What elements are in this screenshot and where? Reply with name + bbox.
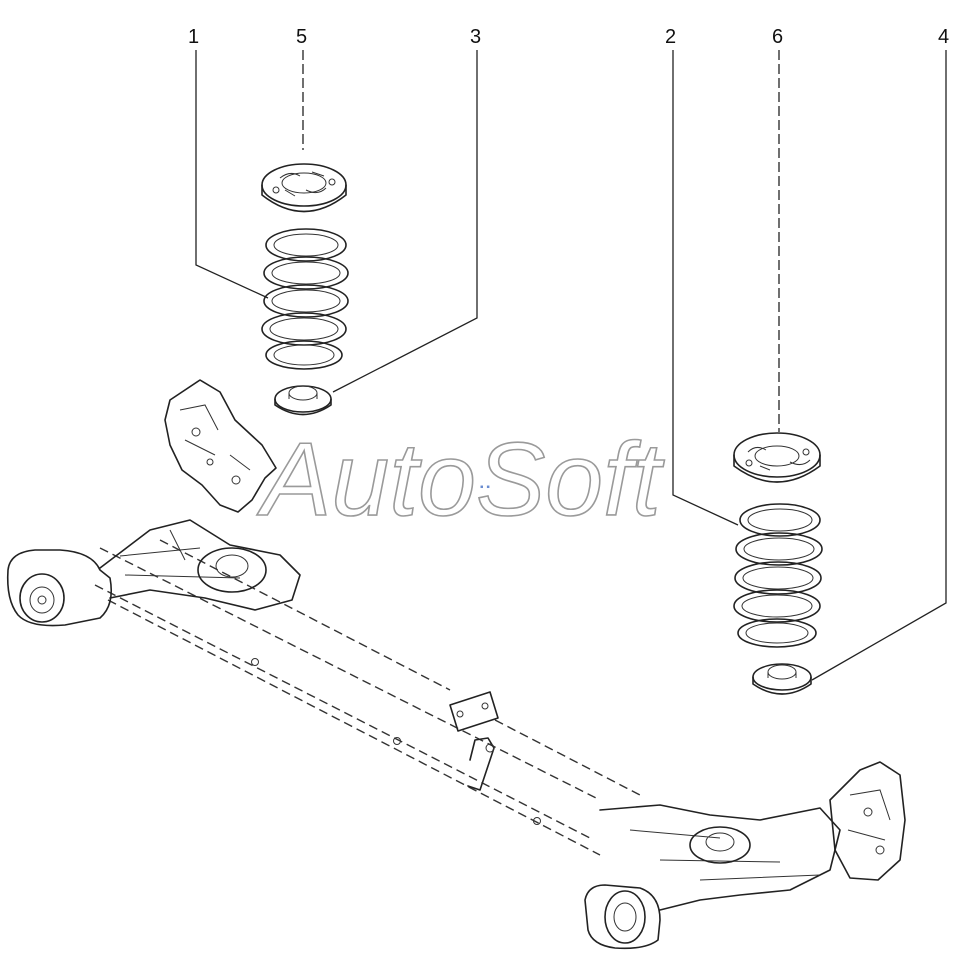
leader-line-3 [332,50,478,393]
leader-line-4 [811,50,947,681]
leader-line-1 [195,50,269,299]
callout-label-5: 5 [296,26,307,48]
coil-spring-left [261,228,349,370]
upper-insulator-right [733,432,821,483]
callout-label-4: 4 [938,26,949,48]
watermark-text: AutoSoft [256,422,665,538]
lower-insulator-right [752,663,812,695]
rear-axle-beam [6,379,906,950]
callout-label-1: 1 [188,26,199,48]
upper-insulator-left [261,163,347,213]
callout-label-6: 6 [772,26,783,48]
lower-insulator-left [274,385,332,416]
callout-label-3: 3 [470,26,481,48]
coil-spring-right [733,503,823,648]
watermark-dot-mark: ▪ ▪ [480,482,490,493]
callout-label-2: 2 [665,26,676,48]
leader-line-2 [672,50,739,526]
leader-lines [195,50,947,681]
